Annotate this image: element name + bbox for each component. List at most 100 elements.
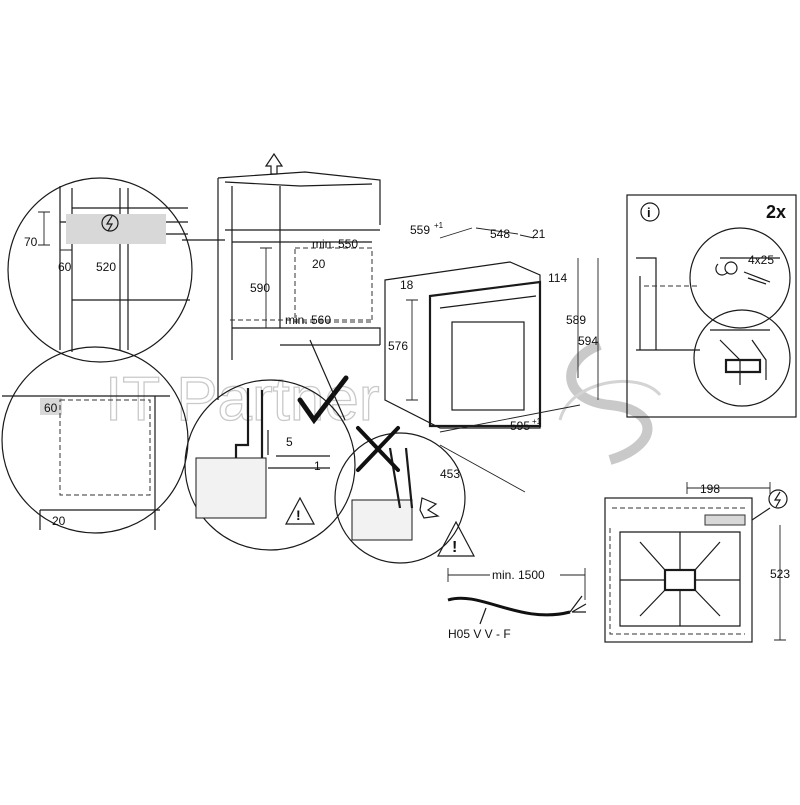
oven-panel — [429, 281, 541, 309]
oven-side — [636, 257, 700, 351]
detail-circle-2-outline — [1, 346, 189, 534]
top-dashed — [609, 507, 745, 635]
warning-icon: ! — [437, 520, 475, 557]
dim-198: 198 — [700, 482, 720, 496]
dim-594: 594 — [578, 334, 598, 348]
top-dim-lines — [439, 227, 535, 239]
dim-line-589-594 — [577, 258, 599, 400]
dim-1: 1 — [314, 459, 321, 473]
watermark-text: IT Partner — [105, 365, 380, 434]
dim-548: 548 — [490, 227, 510, 241]
dim-lines-circle1 — [38, 211, 121, 310]
detail-circle-3-outline — [184, 379, 356, 551]
bracket-detail-circle — [693, 309, 791, 407]
svg-text:+1: +1 — [434, 221, 444, 230]
detail-circle-4-outline — [334, 432, 466, 564]
dim-590: 590 — [250, 281, 270, 295]
dim-595: 595 +1 — [510, 417, 542, 433]
watermark-swoosh — [566, 340, 653, 465]
dim-453: 453 — [440, 467, 460, 481]
dim-min-560: min. 560 — [285, 313, 331, 327]
dim-18: 18 — [400, 278, 414, 292]
dim-20-cab: 20 — [312, 257, 326, 271]
bracket — [724, 358, 762, 374]
info-icon: i — [640, 202, 660, 222]
cabinet-lines-2 — [2, 395, 170, 530]
cable-end — [569, 595, 587, 613]
detail-circle-incorrect — [334, 426, 466, 564]
tall-cabinet: 590 min. 550 20 min. 560 — [217, 152, 381, 400]
dim-589: 589 — [566, 313, 586, 327]
screw-parts — [715, 257, 780, 276]
gap-lines — [267, 430, 330, 469]
niche-dashed — [230, 247, 373, 323]
detail-circle-ventilation: 70 60 520 — [7, 177, 193, 363]
dim-min-1500: min. 1500 — [492, 568, 545, 582]
dim-60-side: 60 — [44, 401, 58, 415]
cable-leader — [479, 607, 487, 625]
impact-mark — [419, 497, 440, 519]
svg-text:559: 559 — [410, 223, 430, 237]
info-box: i 2x 4x25 — [626, 194, 797, 418]
screw-size: 4x25 — [748, 253, 774, 267]
cable-label: H05 V V - F — [448, 627, 511, 641]
oven-outline-dashed — [59, 399, 151, 496]
dim-523: 523 — [770, 567, 790, 581]
dim-5: 5 — [286, 435, 293, 449]
dim-60-top: 60 — [58, 260, 72, 274]
power-cable: ! min. 1500 H05 V V - F — [437, 520, 587, 641]
gap-slot — [40, 398, 62, 415]
cabinet-shelf — [232, 327, 381, 346]
dim-line-595-453 — [439, 404, 581, 493]
cabinet-frame — [225, 186, 380, 360]
detail-circle-side-gap: 60 20 — [1, 346, 189, 534]
wood-block-2 — [351, 499, 413, 541]
dim-20-side: 20 — [52, 514, 66, 528]
info-box-frame — [626, 194, 797, 418]
electric-icon — [101, 214, 119, 232]
dim-114: 114 — [548, 271, 567, 285]
electric-icon — [768, 489, 788, 509]
wood-block-1 — [195, 457, 267, 519]
top-view: 198 523 — [604, 482, 790, 643]
electric-leader — [751, 507, 771, 521]
dim-559: 559 +1 — [410, 221, 444, 237]
connector-2 — [309, 339, 346, 421]
dim-576: 576 — [388, 339, 408, 353]
dim-line-576 — [406, 299, 418, 401]
checkmark-icon — [297, 375, 349, 425]
bracket-parts — [710, 329, 770, 385]
oven-top-frame — [604, 497, 753, 643]
cable-dim-line — [447, 568, 586, 600]
dim-21: 21 — [532, 227, 546, 241]
svg-text:i: i — [647, 205, 651, 220]
svg-text:+1: +1 — [532, 417, 542, 426]
qty-label: 2x — [766, 202, 786, 222]
dim-line-590 — [260, 247, 272, 329]
svg-text:!: ! — [452, 539, 457, 556]
screw-icon — [724, 261, 771, 285]
screw-detail-circle — [689, 227, 791, 329]
cabinet-top — [217, 171, 381, 400]
oven-frame-wrong — [388, 447, 414, 509]
dim-min-550: min. 550 — [312, 237, 358, 251]
oven-window — [451, 321, 525, 411]
dim-line-198 — [686, 482, 771, 494]
detail-circle-1-outline — [7, 177, 193, 363]
terminal-slot — [704, 514, 746, 526]
dim-line-523 — [774, 525, 786, 641]
oven-rack — [619, 531, 741, 627]
arrow-up-icon — [264, 152, 284, 175]
dim-520: 520 — [96, 260, 116, 274]
warning-icon: ! — [284, 496, 316, 525]
svg-text:595: 595 — [510, 419, 530, 433]
oven-frame-correct — [234, 388, 264, 458]
cable-line — [447, 596, 571, 617]
oven: 559 +1 548 21 114 18 576 589 594 595 +1 … — [384, 221, 599, 493]
oven-body — [384, 261, 541, 429]
detail-circle-correct: 5 1 ! — [184, 375, 356, 551]
dim-70: 70 — [24, 235, 38, 249]
svg-text:!: ! — [296, 507, 301, 523]
